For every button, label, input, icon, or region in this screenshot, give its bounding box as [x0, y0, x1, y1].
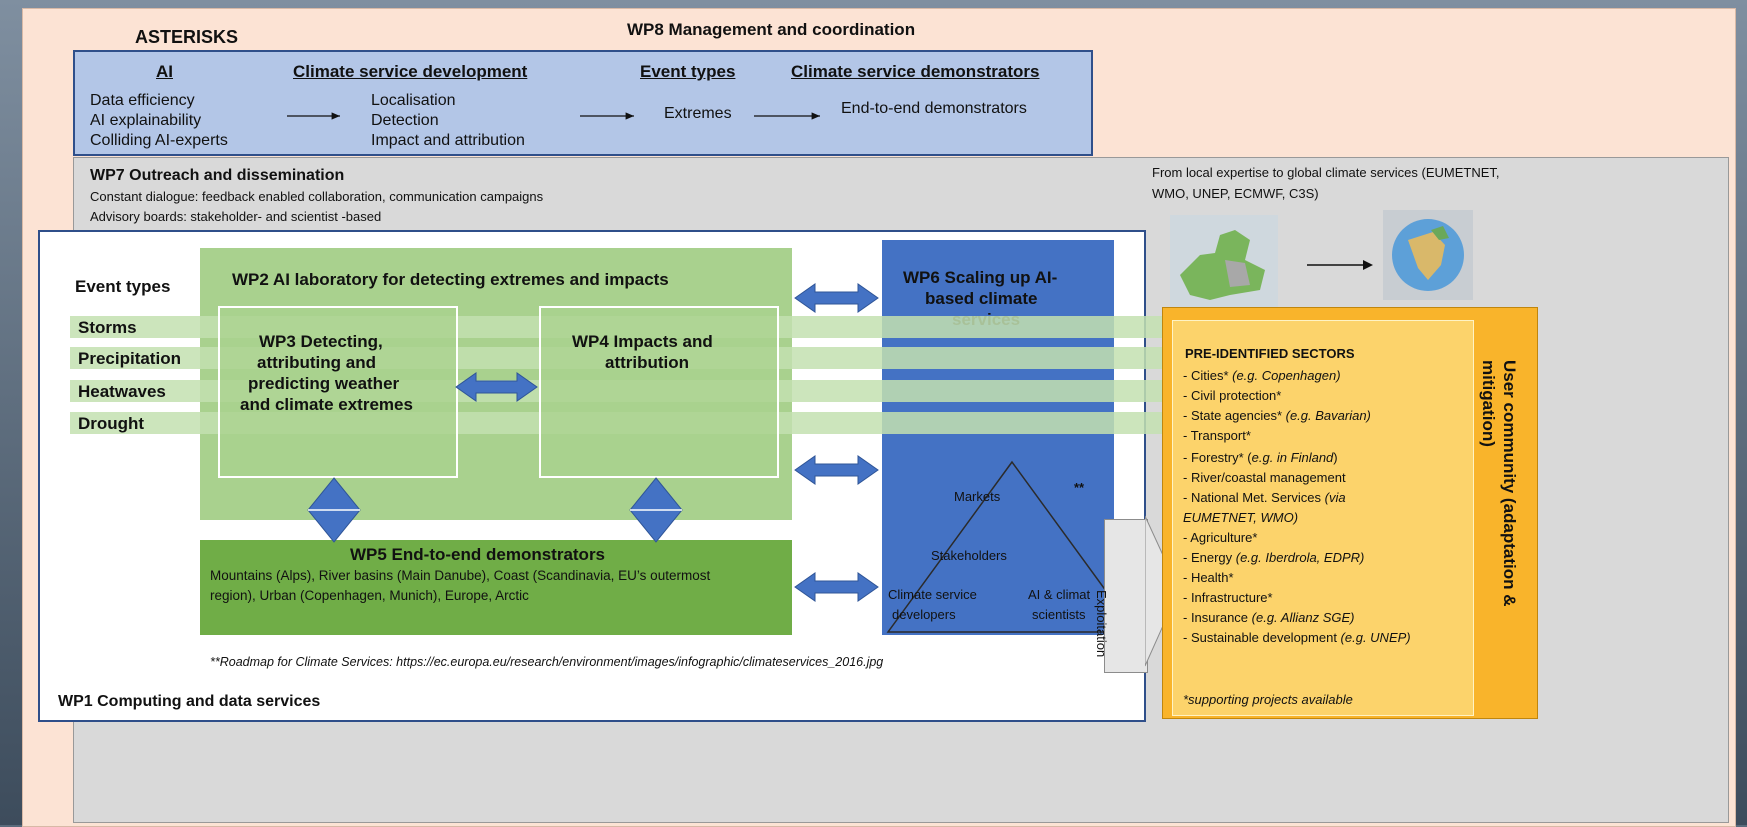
- sector-item: - Health*: [1183, 570, 1234, 585]
- csdemo-header: Climate service demonstrators: [791, 62, 1040, 81]
- sector-item: - Agriculture*: [1183, 530, 1258, 545]
- wp5-wp6-arrow: [794, 572, 879, 602]
- europe-map-icon: [1170, 215, 1278, 307]
- wp2-wp6-lower-arrow: [794, 455, 879, 485]
- scientists-label: AI & climat: [1028, 587, 1091, 602]
- global-services-text: WMO, UNEP, ECMWF, C3S): [1152, 186, 1319, 201]
- roadmap-note: **Roadmap for Climate Services: https://…: [210, 655, 884, 669]
- asterisks-label: ASTERISKS: [135, 27, 239, 47]
- sector-item: - Energy (e.g. Iberdrola, EDPR): [1183, 550, 1365, 565]
- sector-item: - Civil protection*: [1183, 388, 1282, 403]
- sectors-box: [1172, 320, 1474, 716]
- ai-item: AI explainability: [90, 112, 202, 129]
- wp5-title: WP5 End-to-end demonstrators: [350, 545, 606, 564]
- wp3-box: [218, 306, 458, 478]
- developers-label: developers: [892, 607, 956, 622]
- sector-item: - National Met. Services (via: [1183, 490, 1346, 505]
- exploitation-arrow: [1104, 519, 1148, 673]
- stakeholders-label: Stakeholders: [931, 548, 1007, 563]
- markets-label: Markets: [954, 489, 1001, 504]
- csd-header: Climate service development: [293, 62, 528, 81]
- asterisks-box: [73, 50, 1093, 156]
- sectors-footnote: *supporting projects available: [1183, 692, 1353, 707]
- event-type-heatwaves: Heatwaves: [78, 382, 166, 401]
- scientists-label: scientists: [1032, 607, 1086, 622]
- sector-item: - Transport*: [1183, 428, 1251, 443]
- global-services-text: From local expertise to global climate s…: [1152, 165, 1500, 180]
- local-to-global-arrow: [1307, 260, 1373, 270]
- wp5-line: region), Urban (Copenhagen, Munich), Eur…: [210, 588, 529, 603]
- wp1-title: WP1 Computing and data services: [58, 693, 321, 710]
- wp4-box: [539, 306, 779, 478]
- wp7-line: Advisory boards: stakeholder- and scient…: [90, 209, 382, 224]
- wp2-title: WP2 AI laboratory for detecting extremes…: [232, 270, 669, 289]
- globe-icon: [1383, 210, 1473, 300]
- wp3-title: WP3 Detecting,: [259, 332, 383, 351]
- sector-item: - River/coastal management: [1183, 470, 1346, 485]
- wp3-title: and climate extremes: [240, 395, 413, 414]
- wp6-title: based climate: [925, 289, 1038, 308]
- sector-item: - Cities* (e.g. Copenhagen): [1183, 368, 1341, 383]
- sector-item: - Insurance (e.g. Allianz SGE): [1183, 610, 1355, 625]
- roadmap-footnote-mark: **: [1074, 480, 1085, 495]
- sector-item: - State agencies* (e.g. Bavarian): [1183, 408, 1371, 423]
- wp7-title: WP7 Outreach and dissemination: [90, 167, 345, 184]
- sector-item: EUMETNET, WMO): [1183, 510, 1299, 525]
- wp5-box: [200, 540, 792, 635]
- ai-header: AI: [156, 62, 173, 81]
- sector-item: - Sustainable development (e.g. UNEP): [1183, 630, 1411, 645]
- wp4-title: attribution: [605, 353, 690, 372]
- event-types-label: Event types: [75, 277, 171, 296]
- event-types-header: Event types: [640, 62, 736, 81]
- wp7-line: Constant dialogue: feedback enabled coll…: [90, 189, 544, 204]
- event-type-drought: Drought: [78, 414, 145, 433]
- developers-label: Climate service: [888, 587, 977, 602]
- wp5-line: Mountains (Alps), River basins (Main Dan…: [210, 568, 711, 583]
- wp6-box: [882, 240, 1114, 635]
- sector-item: - Infrastructure*: [1183, 590, 1273, 605]
- wp3-title: attributing and: [257, 353, 376, 372]
- user-community-label: User community (adaptation & mitigation): [1479, 360, 1519, 607]
- event-type-storms: Storms: [78, 318, 137, 337]
- wp4-title: WP4 Impacts and: [572, 332, 713, 351]
- ai-item: Colliding AI-experts: [90, 132, 228, 149]
- wp8-title: WP8 Management and coordination: [627, 20, 916, 39]
- event-type-precipitation: Precipitation: [78, 349, 181, 368]
- csdemo-item: End-to-end demonstrators: [841, 100, 1027, 117]
- wp3-title: predicting weather: [248, 374, 400, 393]
- sector-item: - Forestry* (e.g. in Finland): [1183, 450, 1338, 465]
- csd-item: Impact and attribution: [371, 132, 525, 149]
- ai-item: Data efficiency: [90, 92, 195, 109]
- wp2-wp6-arrow: [794, 283, 879, 313]
- csd-item: Localisation: [371, 92, 456, 109]
- event-types-item: Extremes: [664, 105, 732, 122]
- wp3-wp4-arrow: [455, 372, 538, 402]
- csd-item: Detection: [371, 112, 439, 129]
- exploitation-label: Exploitation: [1094, 590, 1109, 658]
- sectors-title: PRE-IDENTIFIED SECTORS: [1185, 346, 1355, 361]
- wp6-title: WP6 Scaling up AI-: [903, 268, 1058, 287]
